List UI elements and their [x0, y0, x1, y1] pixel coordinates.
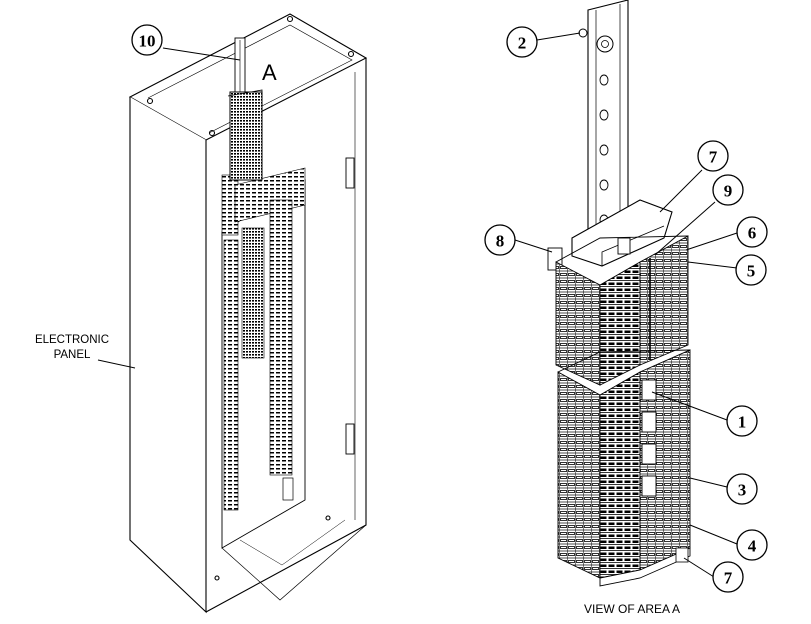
callout-5: 5 — [735, 254, 767, 286]
terminal-block-upper — [555, 261, 601, 386]
screw-icon — [286, 15, 294, 23]
callout-3: 3 — [726, 473, 758, 505]
svg-text:9: 9 — [724, 182, 733, 201]
screw-icon — [214, 575, 220, 581]
svg-text:7: 7 — [724, 569, 733, 588]
callout-10-number: 10 — [139, 32, 156, 51]
panel-left-side — [129, 97, 207, 614]
svg-text:3: 3 — [738, 481, 747, 500]
callout-7-top: 7 — [697, 140, 729, 172]
view-caption: VIEW OF AREA A — [584, 602, 680, 616]
screw-icon — [347, 50, 355, 58]
callout-9: 9 — [712, 174, 744, 206]
screw-icon — [325, 515, 331, 521]
screw-icon — [146, 97, 154, 105]
callout-6: 6 — [736, 216, 768, 248]
electronic-panel-label: ELECTRONIC PANEL — [35, 334, 136, 369]
callout-8: 8 — [484, 224, 516, 256]
callout-7-bottom: 7 — [712, 561, 744, 593]
callout-4: 4 — [736, 529, 768, 561]
screw-icon — [208, 129, 216, 137]
end-bracket-top — [571, 199, 673, 267]
terminal-block-lower — [557, 371, 601, 579]
svg-text:2: 2 — [518, 34, 527, 53]
electronic-panel-drawing — [128, 13, 368, 614]
svg-text:1: 1 — [738, 413, 747, 432]
callout-1: 1 — [726, 405, 758, 437]
svg-text:8: 8 — [496, 232, 505, 251]
svg-text:7: 7 — [709, 148, 718, 167]
callout-leaders — [514, 32, 738, 578]
terminal-module-left — [229, 91, 263, 181]
electronic-panel-label-line2: PANEL — [54, 349, 91, 361]
svg-text:6: 6 — [748, 224, 757, 243]
area-a-detail-drawing — [547, 0, 691, 587]
callout-2: 2 — [506, 26, 538, 58]
callout-10: 10 — [131, 24, 241, 61]
svg-text:5: 5 — [747, 262, 756, 281]
area-a-marker: A — [262, 60, 277, 85]
electronic-panel-label-line1: ELECTRONIC — [35, 334, 109, 346]
svg-text:4: 4 — [748, 537, 757, 556]
